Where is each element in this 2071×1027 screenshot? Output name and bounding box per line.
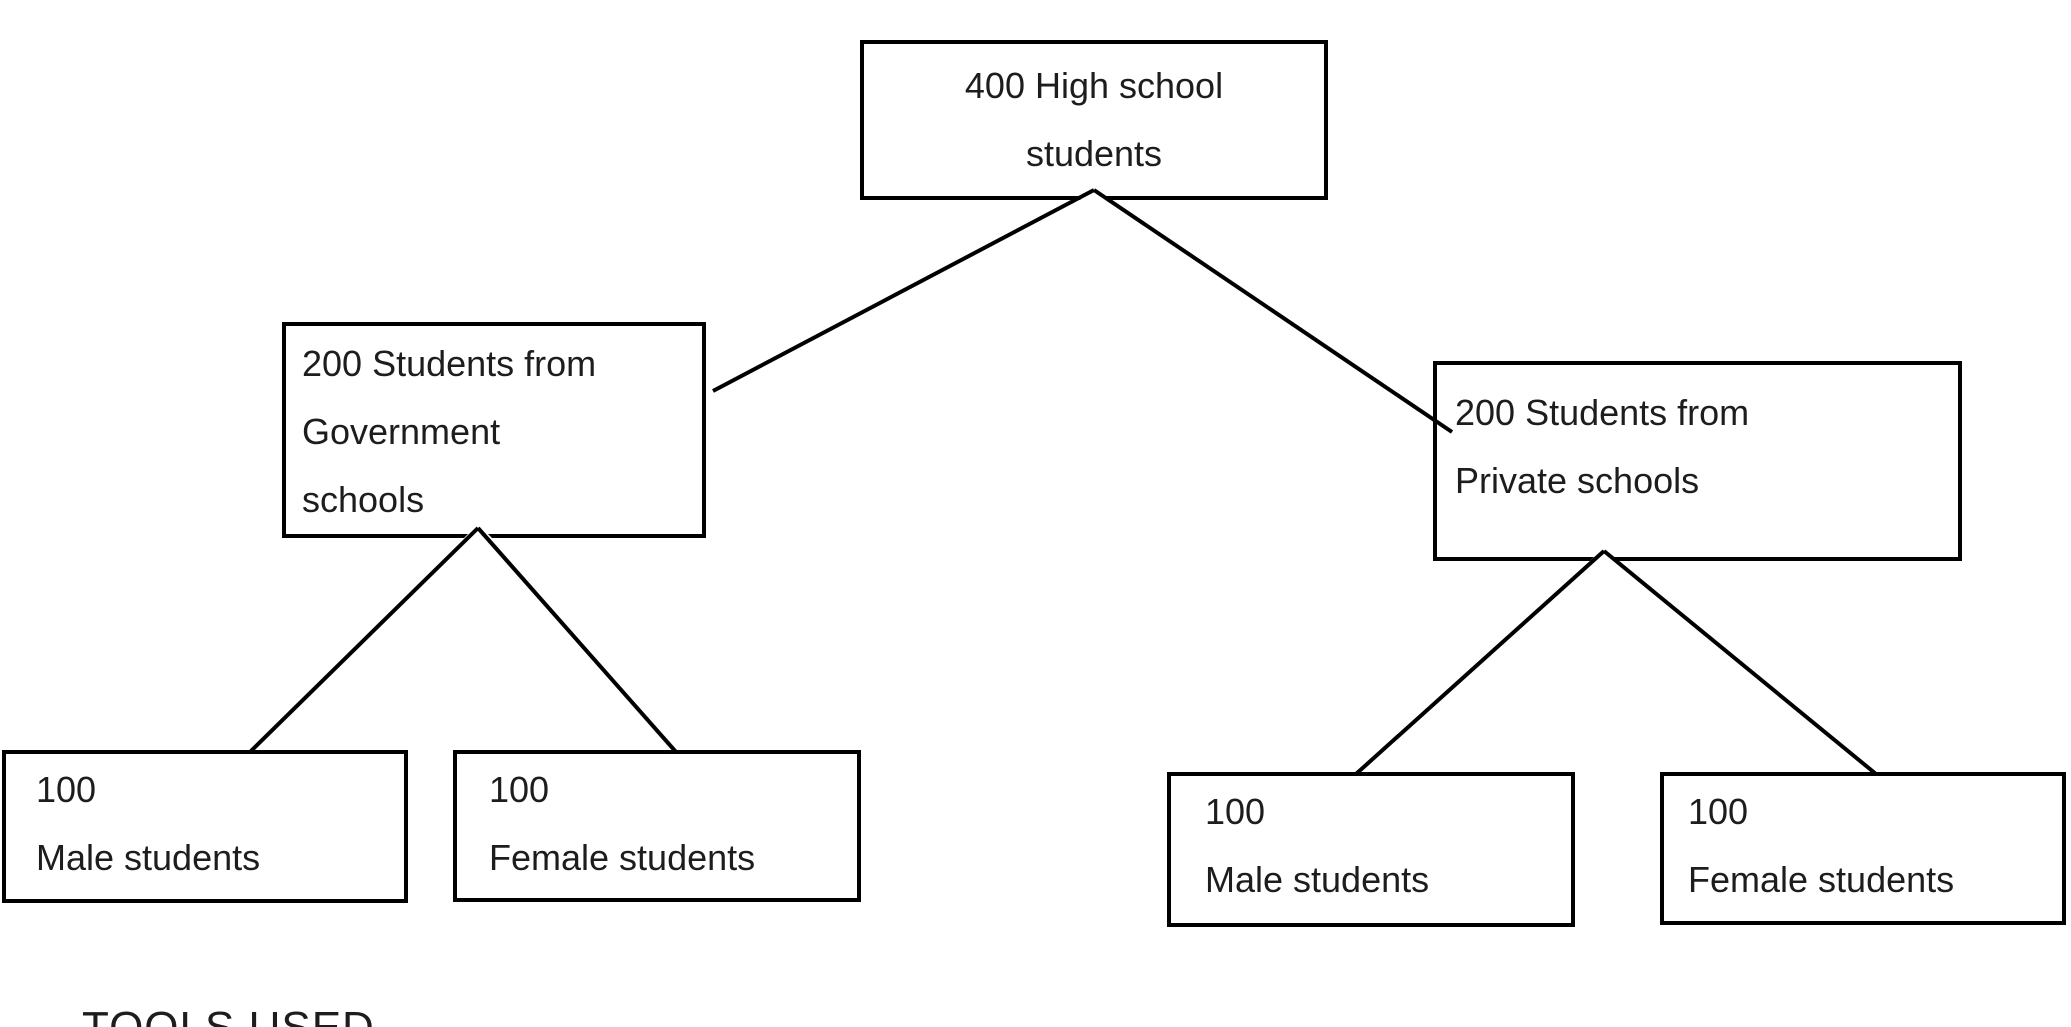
connector-government-to-female: [476, 526, 678, 754]
connector-private-to-male: [1354, 549, 1606, 776]
connector-root-to-government: [712, 188, 1095, 393]
node-government-schools: 200 Students from Government schools: [282, 322, 706, 538]
connector-private-to-female: [1602, 549, 1878, 776]
node-total-students: 400 High school students: [860, 40, 1328, 200]
connector-root-to-private: [1092, 188, 1454, 434]
node-private-female-students: 100 Female students: [1660, 772, 2066, 925]
node-private-schools: 200 Students from Private schools: [1433, 361, 1962, 561]
connector-government-to-male: [248, 526, 480, 754]
node-government-female-students: 100 Female students: [453, 750, 861, 902]
node-private-male-students: 100 Male students: [1167, 772, 1575, 927]
section-heading-tools-used: TOOLS USED: [82, 1002, 375, 1027]
node-government-male-students: 100 Male students: [2, 750, 408, 903]
